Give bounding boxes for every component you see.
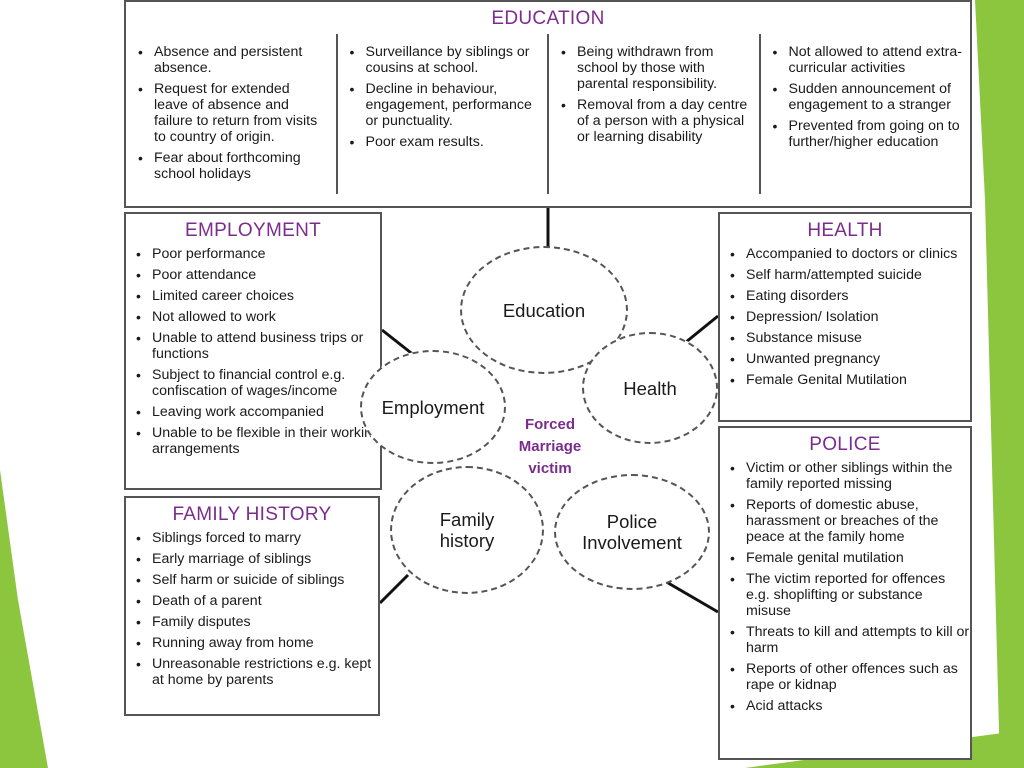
list-item: Sudden announcement of engagement to a s… [773, 81, 963, 113]
employment-box: EMPLOYMENT Poor performance Poor attenda… [124, 212, 382, 490]
list-item: Self harm or suicide of siblings [136, 572, 378, 588]
list-item: Subject to financial control e.g. confis… [136, 367, 380, 399]
education-circle-label: Education [502, 299, 586, 321]
education-column-1: Absence and persistent absence. Request … [126, 34, 336, 194]
center-label-line-3: victim [528, 460, 572, 477]
list-item: The victim reported for offences e.g. sh… [730, 571, 970, 619]
police-box: POLICE Victim or other siblings within t… [718, 426, 972, 760]
left-green-accent [0, 470, 48, 768]
center-label-line-2: Marriage [518, 438, 582, 455]
education-title: EDUCATION [491, 8, 605, 29]
list-item: Absence and persistent absence. [138, 44, 328, 76]
connector-family-history [378, 573, 410, 605]
list-item: Substance misuse [730, 330, 970, 346]
family-history-box: FAMILY HISTORY Siblings forced to marry … [124, 496, 380, 716]
center-label-line-1: Forced [524, 416, 575, 433]
list-item: Poor performance [136, 246, 380, 262]
list-item: Unable to be flexible in their working a… [136, 425, 380, 457]
list-item: Self harm/attempted suicide [730, 267, 970, 283]
education-box: EDUCATION Absence and persistent absence… [124, 0, 972, 208]
list-item: Being withdrawn from school by those wit… [561, 44, 751, 92]
health-circle-label: Health [623, 377, 677, 399]
list-item: Unwanted pregnancy [730, 351, 970, 367]
list-item: Removal from a day centre of a person wi… [561, 97, 751, 145]
connector-employment [381, 328, 416, 358]
list-item: Running away from home [136, 635, 378, 651]
list-item: Early marriage of siblings [136, 551, 378, 567]
list-item: Prevented from going on to further/highe… [773, 118, 963, 150]
right-green-accent [975, 0, 1024, 768]
list-item: Unable to attend business trips or funct… [136, 330, 380, 362]
family-history-title: FAMILY HISTORY [172, 504, 332, 525]
employment-circle: Employment [360, 350, 506, 464]
list-item: Accompanied to doctors or clinics [730, 246, 970, 262]
list-item: Threats to kill and attempts to kill or … [730, 624, 970, 656]
list-item: Poor exam results. [350, 134, 540, 150]
health-title: HEALTH [807, 220, 883, 241]
family-history-circle: Family history [390, 466, 544, 594]
connector-health [685, 314, 719, 344]
list-item: Siblings forced to marry [136, 530, 378, 546]
police-circle: Police Involvement [554, 474, 710, 590]
list-item: Female Genital Mutilation [730, 372, 970, 388]
connector-police [662, 578, 719, 614]
list-item: Decline in behaviour, engagement, perfor… [350, 81, 540, 129]
list-item: Reports of domestic abuse, harassment or… [730, 497, 970, 545]
list-item: Fear about forthcoming school holidays [138, 150, 328, 182]
list-item: Depression/ Isolation [730, 309, 970, 325]
center-label: Forced Marriage victim [500, 414, 600, 480]
education-column-2: Surveillance by siblings or cousins at s… [335, 34, 548, 194]
list-item: Not allowed to attend extra-curricular a… [773, 44, 962, 76]
list-item: Reports of other offences such as rape o… [730, 661, 970, 693]
list-item: Limited career choices [136, 288, 380, 304]
health-circle: Health [582, 332, 718, 444]
education-column-4: Not allowed to attend extra-curricular a… [758, 34, 971, 194]
health-box: HEALTH Accompanied to doctors or clinics… [718, 212, 972, 422]
employment-title: EMPLOYMENT [184, 220, 322, 241]
education-column-3: Being withdrawn from school by those wit… [547, 34, 759, 194]
list-item: Leaving work accompanied [136, 404, 380, 420]
list-item: Death of a parent [136, 593, 378, 609]
police-title: POLICE [809, 434, 881, 455]
list-item: Request for extended leave of absence an… [138, 81, 328, 145]
list-item: Female genital mutilation [730, 550, 970, 566]
police-circle-label: Police Involvement [582, 511, 682, 553]
employment-circle-label: Employment [381, 396, 485, 418]
list-item: Surveillance by siblings or cousins at s… [350, 44, 540, 76]
list-item: Eating disorders [730, 288, 970, 304]
list-item: Unreasonable restrictions e.g. kept at h… [136, 656, 378, 688]
list-item: Victim or other siblings within the fami… [730, 460, 970, 492]
list-item: Poor attendance [136, 267, 380, 283]
list-item: Acid attacks [730, 698, 970, 714]
list-item: Not allowed to work [136, 309, 380, 325]
family-history-circle-label: Family history [439, 509, 495, 551]
list-item: Family disputes [136, 614, 378, 630]
education-circle: Education [460, 246, 628, 374]
